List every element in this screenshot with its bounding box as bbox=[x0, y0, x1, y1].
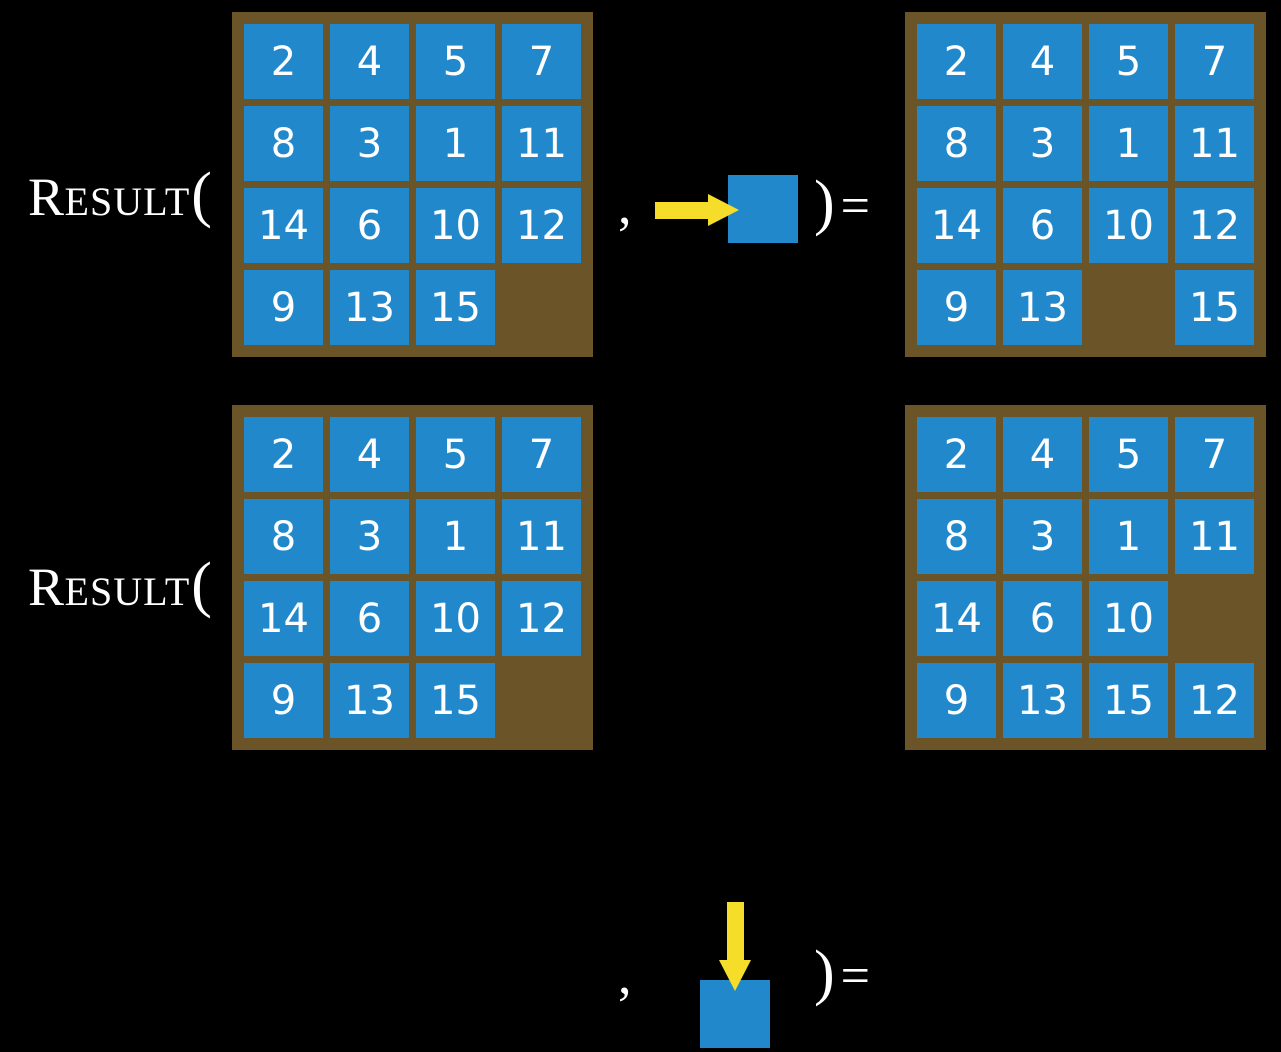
tile[interactable]: 5 bbox=[1089, 417, 1168, 492]
tile[interactable]: 12 bbox=[1175, 663, 1254, 738]
tile[interactable]: 13 bbox=[330, 270, 409, 345]
tile[interactable]: 15 bbox=[416, 663, 495, 738]
tile[interactable]: 3 bbox=[1003, 499, 1082, 574]
open-paren: ( bbox=[191, 551, 213, 619]
argument-separator-2: , bbox=[618, 945, 632, 1005]
tile[interactable]: 3 bbox=[1003, 106, 1082, 181]
tile[interactable]: 10 bbox=[1089, 188, 1168, 263]
tile[interactable]: 9 bbox=[917, 270, 996, 345]
tile[interactable]: 7 bbox=[1175, 417, 1254, 492]
equation-row-1: R ESULT ( 2 4 5 7 8 3 1 11 14 6 10 12 9 … bbox=[0, 0, 1281, 390]
tile[interactable]: 10 bbox=[416, 581, 495, 656]
arrow-shaft bbox=[655, 202, 710, 219]
tile[interactable]: 4 bbox=[1003, 24, 1082, 99]
tile[interactable]: 1 bbox=[416, 499, 495, 574]
tile[interactable]: 12 bbox=[1175, 188, 1254, 263]
move-tile-1 bbox=[728, 175, 798, 243]
open-paren: ( bbox=[191, 161, 213, 229]
tile[interactable]: 4 bbox=[330, 417, 409, 492]
equals-sign: = bbox=[840, 178, 870, 235]
tile[interactable]: 13 bbox=[1003, 270, 1082, 345]
tile[interactable]: 12 bbox=[502, 581, 581, 656]
arrow-head bbox=[708, 194, 739, 226]
tile[interactable]: 10 bbox=[1089, 581, 1168, 656]
tile[interactable]: 15 bbox=[1175, 270, 1254, 345]
tile[interactable]: 1 bbox=[416, 106, 495, 181]
tile[interactable]: 14 bbox=[917, 581, 996, 656]
tile[interactable]: 10 bbox=[416, 188, 495, 263]
tile[interactable]: 9 bbox=[917, 663, 996, 738]
result-label-cap: R bbox=[28, 167, 65, 227]
arrow-down-icon bbox=[719, 902, 751, 991]
tile[interactable]: 11 bbox=[502, 499, 581, 574]
tile[interactable]: 9 bbox=[244, 270, 323, 345]
tile[interactable]: 5 bbox=[1089, 24, 1168, 99]
tile[interactable]: 4 bbox=[330, 24, 409, 99]
tile[interactable]: 8 bbox=[917, 106, 996, 181]
input-grid-2: 2 4 5 7 8 3 1 11 14 6 10 12 9 13 15 bbox=[244, 417, 581, 738]
tile[interactable]: 1 bbox=[1089, 106, 1168, 181]
arrow-head bbox=[719, 960, 751, 991]
output-board-2: 2 4 5 7 8 3 1 11 14 6 10 9 13 15 12 bbox=[905, 405, 1266, 750]
tile[interactable]: 14 bbox=[244, 188, 323, 263]
input-grid-1: 2 4 5 7 8 3 1 11 14 6 10 12 9 13 15 bbox=[244, 24, 581, 345]
move-glyph-1 bbox=[655, 170, 805, 250]
tile[interactable]: 13 bbox=[1003, 663, 1082, 738]
tile[interactable]: 5 bbox=[416, 24, 495, 99]
tile[interactable]: 7 bbox=[502, 24, 581, 99]
tile[interactable]: 2 bbox=[244, 24, 323, 99]
tile[interactable]: 14 bbox=[917, 188, 996, 263]
tile[interactable]: 6 bbox=[330, 188, 409, 263]
tile[interactable]: 5 bbox=[416, 417, 495, 492]
tile[interactable]: 8 bbox=[244, 499, 323, 574]
tile[interactable]: 4 bbox=[1003, 417, 1082, 492]
tile[interactable]: 11 bbox=[502, 106, 581, 181]
tile[interactable]: 13 bbox=[330, 663, 409, 738]
tile[interactable]: 14 bbox=[244, 581, 323, 656]
move-glyph-2 bbox=[700, 902, 800, 1052]
tile[interactable]: 8 bbox=[917, 499, 996, 574]
close-paren: ) bbox=[814, 169, 835, 237]
tile[interactable]: 7 bbox=[1175, 24, 1254, 99]
equals-sign: = bbox=[840, 948, 870, 1005]
result-label-1: R ESULT ( bbox=[28, 164, 212, 226]
result-label-cap: R bbox=[28, 557, 65, 617]
tile[interactable]: 6 bbox=[330, 581, 409, 656]
empty-slot[interactable] bbox=[1175, 581, 1254, 656]
close-paren-equals-1: )= bbox=[814, 172, 870, 234]
tile[interactable]: 3 bbox=[330, 499, 409, 574]
arrow-right-icon bbox=[655, 194, 739, 226]
arrow-shaft bbox=[727, 902, 744, 962]
tile[interactable]: 11 bbox=[1175, 499, 1254, 574]
result-label-small: ESULT bbox=[64, 569, 191, 614]
input-board-1: 2 4 5 7 8 3 1 11 14 6 10 12 9 13 15 bbox=[232, 12, 593, 357]
tile[interactable]: 6 bbox=[1003, 581, 1082, 656]
empty-slot[interactable] bbox=[502, 663, 581, 738]
output-grid-2: 2 4 5 7 8 3 1 11 14 6 10 9 13 15 12 bbox=[917, 417, 1254, 738]
empty-slot[interactable] bbox=[502, 270, 581, 345]
input-board-2: 2 4 5 7 8 3 1 11 14 6 10 12 9 13 15 bbox=[232, 405, 593, 750]
result-label-2: R ESULT ( bbox=[28, 554, 212, 616]
result-label-small: ESULT bbox=[64, 179, 191, 224]
close-paren-equals-2: )= bbox=[814, 942, 870, 1004]
empty-slot[interactable] bbox=[1089, 270, 1168, 345]
tile[interactable]: 15 bbox=[416, 270, 495, 345]
output-grid-1: 2 4 5 7 8 3 1 11 14 6 10 12 9 13 15 bbox=[917, 24, 1254, 345]
tile[interactable]: 2 bbox=[917, 24, 996, 99]
tile[interactable]: 1 bbox=[1089, 499, 1168, 574]
tile[interactable]: 8 bbox=[244, 106, 323, 181]
tile[interactable]: 12 bbox=[502, 188, 581, 263]
tile[interactable]: 2 bbox=[917, 417, 996, 492]
tile[interactable]: 3 bbox=[330, 106, 409, 181]
tile[interactable]: 9 bbox=[244, 663, 323, 738]
argument-separator-1: , bbox=[618, 175, 632, 235]
tile[interactable]: 2 bbox=[244, 417, 323, 492]
tile[interactable]: 6 bbox=[1003, 188, 1082, 263]
output-board-1: 2 4 5 7 8 3 1 11 14 6 10 12 9 13 15 bbox=[905, 12, 1266, 357]
tile[interactable]: 7 bbox=[502, 417, 581, 492]
tile[interactable]: 15 bbox=[1089, 663, 1168, 738]
close-paren: ) bbox=[814, 939, 835, 1007]
equation-row-2: R ESULT ( 2 4 5 7 8 3 1 11 14 6 10 12 9 … bbox=[0, 390, 1281, 1048]
tile[interactable]: 11 bbox=[1175, 106, 1254, 181]
